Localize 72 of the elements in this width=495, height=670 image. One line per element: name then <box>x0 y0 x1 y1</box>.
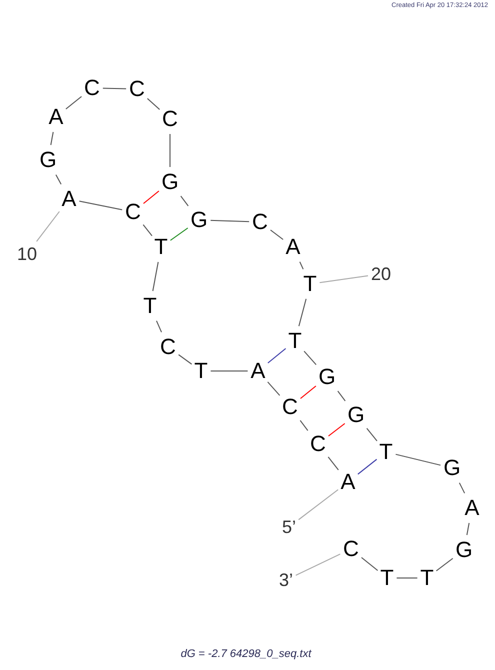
backbone-line <box>152 262 159 292</box>
base-pair-line <box>143 190 160 204</box>
strand-end-label: 3’ <box>278 569 294 591</box>
nucleotide-letter: G <box>38 147 58 173</box>
position-number: 20 <box>370 263 392 285</box>
nucleotide-letter: T <box>153 234 169 260</box>
base-pair-line <box>267 348 286 364</box>
leader-line <box>295 554 341 576</box>
nucleotide-letter: A <box>340 469 356 495</box>
nucleotide-letter: G <box>160 169 180 195</box>
nucleotide-letter: A <box>60 186 78 212</box>
nucleotide-letter: T <box>419 565 435 591</box>
backbone-line <box>78 200 123 210</box>
backbone-line <box>180 196 189 206</box>
nucleotide-letter: T <box>302 271 318 297</box>
backbone-line <box>328 456 339 470</box>
nucleotide-letter: T <box>193 358 209 384</box>
leader-line <box>319 275 368 284</box>
nucleotide-letter: T <box>287 328 303 354</box>
nucleotide-letter: A <box>250 358 266 384</box>
base-pair-line <box>328 423 346 436</box>
nucleotide-letter: C <box>281 394 299 420</box>
backbone-line <box>50 132 54 146</box>
backbone-line <box>337 390 346 402</box>
nucleotide-letter: C <box>342 536 360 562</box>
nucleotide-letter: T <box>142 293 158 319</box>
nucleotide-letter: A <box>48 104 64 130</box>
backbone-line <box>178 354 192 365</box>
backbone-line <box>156 320 162 333</box>
backbone-line <box>436 558 454 572</box>
nucleotide-letter: G <box>454 537 474 563</box>
backbone-line <box>55 174 62 185</box>
leader-line <box>298 489 339 520</box>
base-pair-line <box>300 386 316 399</box>
backbone-line <box>361 557 378 571</box>
nucleotide-letter: T <box>379 565 395 591</box>
nucleotide-letter: C <box>251 209 269 235</box>
backbone-line <box>65 96 82 110</box>
base-pair-line <box>357 458 378 475</box>
nucleotide-letter: C <box>309 431 327 457</box>
backbone-line <box>300 420 308 432</box>
backbone-line <box>458 482 466 494</box>
backbone-line <box>267 381 280 396</box>
position-number: 10 <box>16 243 38 265</box>
backbone-line <box>298 298 307 327</box>
backbone-line <box>102 88 127 90</box>
backbone-line <box>366 428 378 442</box>
backbone-line <box>299 261 304 270</box>
backbone-line <box>395 454 441 466</box>
nucleotide-letter: G <box>189 207 209 233</box>
backbone-line <box>146 98 160 110</box>
backbone-line <box>270 230 284 240</box>
nucleotide-letter: A <box>464 495 480 521</box>
nucleotide-letter: T <box>378 439 394 465</box>
nucleotide-letter: G <box>442 455 462 481</box>
nucleotide-letter: C <box>128 76 146 102</box>
caption: dG = -2.7 64298_0_seq.txt <box>180 648 312 660</box>
nucleotide-letter: C <box>159 334 177 360</box>
nucleotide-letter: C <box>83 75 101 101</box>
backbone-line <box>142 224 152 236</box>
strand-end-label: 5’ <box>281 516 297 538</box>
base-pair-line <box>170 228 188 241</box>
nucleotide-letter: G <box>317 364 337 390</box>
backbone-line <box>466 522 470 536</box>
leader-line <box>36 211 60 242</box>
nucleotide-letter: C <box>124 199 142 225</box>
backbone-line <box>210 220 250 222</box>
backbone-line <box>304 350 317 366</box>
nucleotide-letter: C <box>161 106 179 132</box>
backbone-line <box>210 370 248 372</box>
nucleotide-letter: A <box>284 234 302 260</box>
nucleotide-letter: G <box>346 402 366 428</box>
